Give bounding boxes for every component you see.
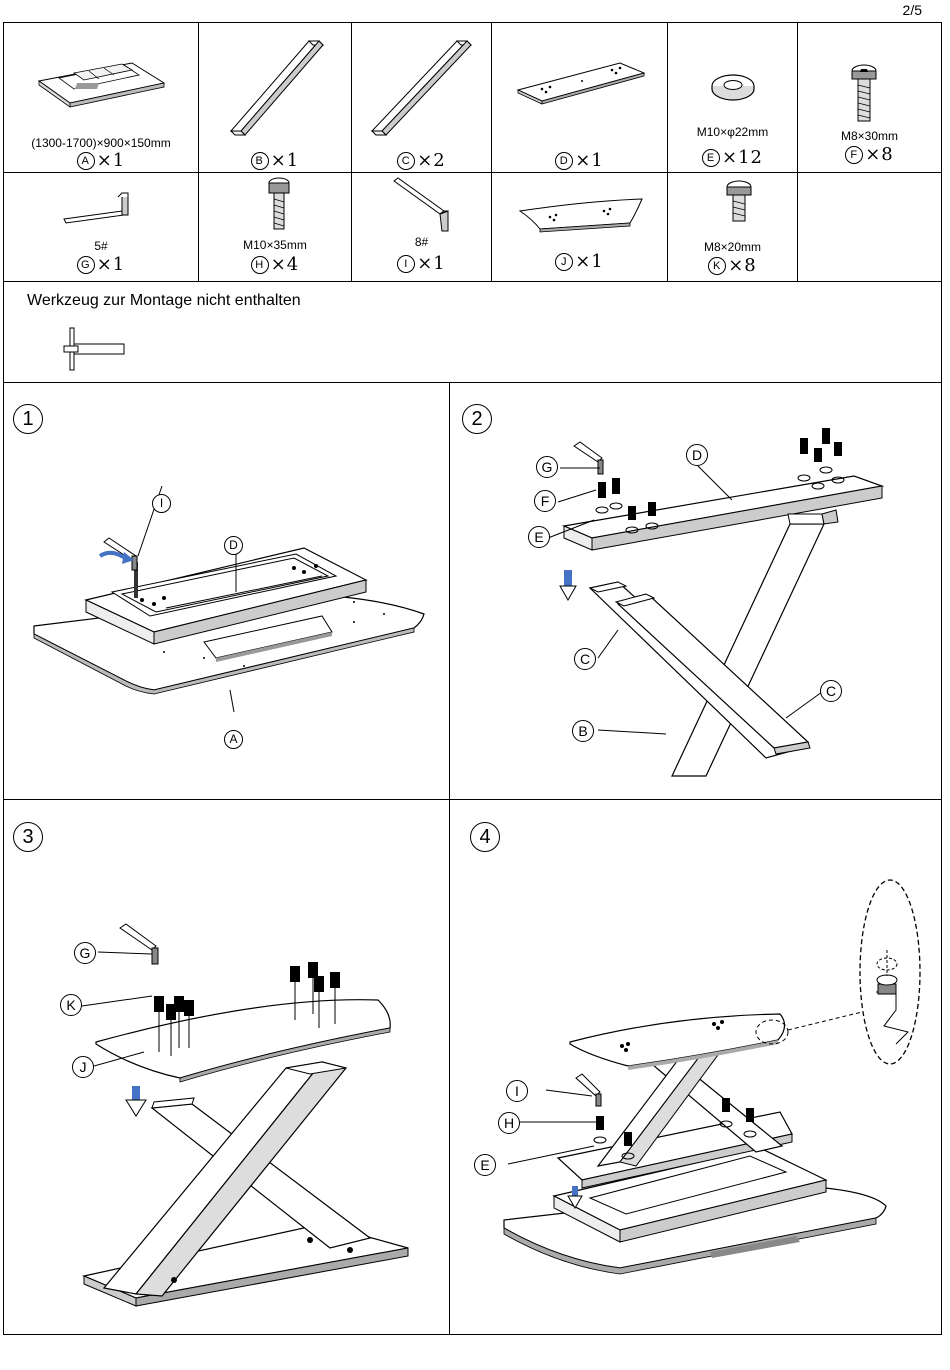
part-k-cell: M8×20mm K×8 <box>668 173 798 282</box>
part-g-cell: 5# G×1 <box>4 173 199 282</box>
part-d-letter: D <box>555 152 574 170</box>
empty-cell <box>798 173 941 282</box>
step-4-illustration <box>503 879 921 1275</box>
part-k-letter: K <box>708 257 727 275</box>
part-b-qty: B×1 <box>199 150 351 171</box>
part-a-spec: (1300-1700)×900×150mm <box>31 136 171 150</box>
step-2-label-c-left: C <box>574 648 596 670</box>
part-j-count: ×1 <box>575 251 604 272</box>
part-k-qty: K×8 <box>668 255 797 276</box>
plate-j-drawing <box>518 198 643 233</box>
step-2-label-d: D <box>686 444 708 466</box>
part-d-cell: D×1 <box>492 23 668 173</box>
step-4-number: 4 <box>470 822 500 852</box>
parts-table: (1300-1700)×900×150mm A×1 B×1 C×2 <box>4 23 941 282</box>
step-2-number: 2 <box>462 404 492 434</box>
part-j-cell: J×1 <box>492 173 668 282</box>
part-h-letter: H <box>250 256 269 274</box>
step-2-label-b: B <box>572 720 594 742</box>
part-i-cell: 8# I×1 <box>352 173 492 282</box>
part-a-qty: A×1 <box>4 150 198 171</box>
part-c-qty: C×2 <box>352 150 491 171</box>
step-3-panel: 3 G <box>4 800 450 1335</box>
part-i-spec: 8# <box>414 235 429 249</box>
instruction-sheet: (1300-1700)×900×150mm A×1 B×1 C×2 <box>3 22 942 1335</box>
part-g-spec: 5# <box>94 239 108 253</box>
step-4-panel: 4 <box>450 800 941 1335</box>
hex-key-large-icon <box>393 177 449 232</box>
part-a-count: ×1 <box>96 150 126 171</box>
part-f-count: ×8 <box>865 144 894 165</box>
step-1-illustration <box>33 485 425 713</box>
bolt-m8-20-icon <box>726 180 752 222</box>
part-d-qty: D×1 <box>492 150 667 171</box>
part-f-qty: F×8 <box>798 144 941 165</box>
washer-icon <box>711 74 755 101</box>
step-4-label-h: H <box>498 1112 520 1134</box>
step-4-label-i: I <box>506 1080 528 1102</box>
bolt-m10-35-icon <box>268 177 290 230</box>
part-b-count: ×1 <box>270 150 300 171</box>
part-d-count: ×1 <box>575 150 604 171</box>
step-2-label-g: G <box>536 456 558 478</box>
part-i-qty: I×1 <box>352 253 491 274</box>
step-2-label-c-right: C <box>820 680 842 702</box>
step-3-number: 3 <box>13 822 43 852</box>
part-k-count: ×8 <box>728 255 757 276</box>
part-f-letter: F <box>845 146 864 164</box>
part-i-letter: I <box>397 255 416 273</box>
part-i-count: ×1 <box>417 253 446 274</box>
tools-section: Werkzeug zur Montage nicht enthalten <box>4 282 941 383</box>
step-1-label-d: D <box>224 536 243 555</box>
step-3-label-k: K <box>60 994 82 1016</box>
part-e-count: ×12 <box>722 147 763 168</box>
part-g-letter: G <box>76 256 95 274</box>
part-j-qty: J×1 <box>492 251 667 272</box>
part-c-cell: C×2 <box>352 23 492 173</box>
step-2-label-f: F <box>534 490 556 512</box>
step-2-panel: 2 <box>450 382 941 800</box>
leg-c-drawing <box>370 40 473 136</box>
step-1-label-i: I <box>152 494 171 513</box>
leg-b-drawing <box>229 40 325 136</box>
step-2-label-e: E <box>528 526 550 548</box>
part-h-count: ×4 <box>270 254 300 275</box>
part-g-count: ×1 <box>96 254 126 275</box>
plate-d-drawing <box>516 62 646 105</box>
part-c-letter: C <box>397 152 416 170</box>
part-j-letter: J <box>555 253 574 271</box>
part-k-spec: M8×20mm <box>703 240 762 254</box>
part-h-cell: M10×35mm H×4 <box>199 173 352 282</box>
step-3-illustration <box>81 923 409 1307</box>
step-1-number: 1 <box>13 404 43 434</box>
part-h-spec: M10×35mm <box>243 238 307 252</box>
page-number: 2/5 <box>902 2 922 18</box>
step-2-illustration <box>547 428 885 777</box>
bolt-m8-30-icon <box>851 64 877 122</box>
tools-title: Werkzeug zur Montage nicht enthalten <box>27 292 301 309</box>
part-e-cell: M10×φ22mm E×12 <box>668 23 798 173</box>
step-1-label-a: A <box>224 730 243 749</box>
table-frame-drawing <box>37 62 166 108</box>
part-f-cell: M8×30mm F×8 <box>798 23 941 173</box>
step-4-label-e: E <box>474 1154 496 1176</box>
part-e-letter: E <box>702 149 720 167</box>
step-3-label-j: J <box>72 1056 94 1078</box>
part-f-spec: M8×30mm <box>840 129 899 143</box>
part-b-cell: B×1 <box>199 23 352 173</box>
step-1-panel: 1 I D A <box>4 382 450 800</box>
part-a-letter: A <box>76 152 95 170</box>
part-b-letter: B <box>250 152 269 170</box>
part-c-count: ×2 <box>417 150 446 171</box>
part-e-spec: M10×φ22mm <box>696 125 769 139</box>
part-e-qty: E×12 <box>668 147 797 168</box>
part-g-qty: G×1 <box>4 254 198 275</box>
part-a-cell: (1300-1700)×900×150mm A×1 <box>4 23 199 173</box>
step-3-label-g: G <box>74 942 96 964</box>
hex-key-small-icon <box>63 192 129 224</box>
t-wrench-icon <box>63 327 125 371</box>
part-h-qty: H×4 <box>199 254 351 275</box>
